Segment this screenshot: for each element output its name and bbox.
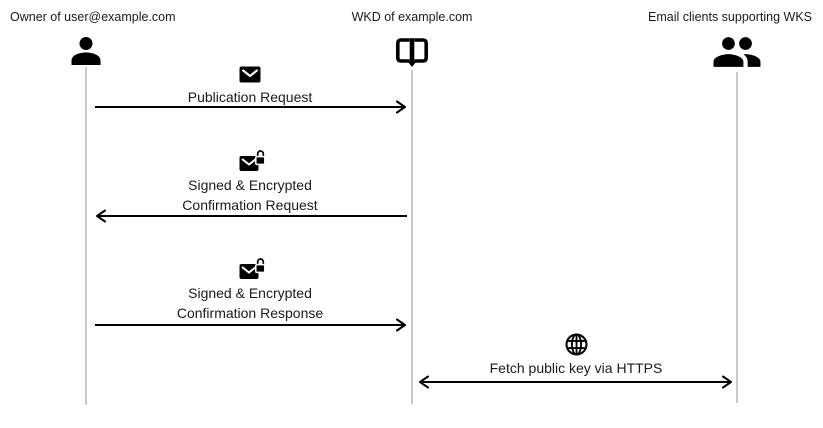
person-icon [68,37,104,65]
arrow-right-icon [94,100,408,114]
message-line-1: Signed & Encrypted [188,177,312,193]
arrow-right-icon [94,318,408,332]
mail-lock-icon [239,257,265,280]
message-label: Publication Request [187,89,313,105]
message-line-2: Confirmation Response [176,305,324,321]
people-icon [713,36,761,68]
actor-label-wkd: WKD of example.com [351,10,473,24]
mail-icon [239,66,261,83]
lifeline-wkd [411,70,413,404]
lifeline-clients [736,72,738,403]
actor-label-owner: Owner of user@example.com [10,10,176,24]
actor-label-clients: Email clients supporting WKS [648,10,812,24]
arrow-both-icon [417,375,734,389]
mail-lock-icon [239,149,265,172]
message-line-2: Confirmation Request [182,197,318,213]
lifeline-owner [85,67,87,405]
message-label: Signed & Encrypted Confirmation Request [130,175,370,215]
globe-icon [565,333,588,356]
open-book-icon [393,36,431,69]
message-line-1: Signed & Encrypted [188,285,312,301]
message-label: Fetch public key via HTTPS [489,360,663,376]
message-label: Signed & Encrypted Confirmation Response [130,283,370,323]
arrow-left-icon [94,209,408,223]
